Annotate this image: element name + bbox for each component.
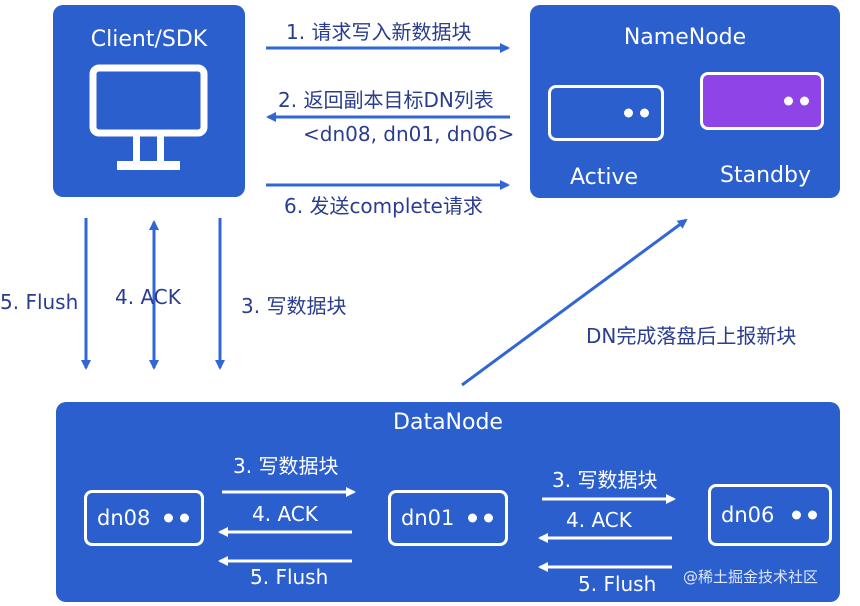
dn08-dn01-write-label: 3. 写数据块: [233, 454, 339, 478]
datanode-arrows: [218, 487, 676, 572]
complete-label: 6. 发送complete请求: [284, 194, 483, 218]
dn01-dn06-ack-label: 4. ACK: [566, 508, 632, 532]
status-dots: [624, 108, 649, 118]
dn06-label: dn06: [721, 503, 775, 527]
status-dots: [468, 513, 493, 523]
status-dots: [792, 510, 817, 520]
request-label: 1. 请求写入新数据块: [286, 20, 472, 44]
return-list-label: 2. 返回副本目标DN列表: [278, 88, 494, 112]
dn08-box: dn08: [84, 490, 204, 546]
status-dots: [784, 96, 809, 106]
standby-namenode-box: [700, 72, 824, 130]
dn01-label: dn01: [401, 506, 455, 530]
namenode-panel: NameNode Active Standby: [530, 5, 840, 198]
dn08-dn01-flush-label: 5. Flush: [250, 565, 329, 589]
active-namenode-box: [548, 85, 664, 141]
status-dots: [164, 513, 189, 523]
dn01-box: dn01: [388, 490, 508, 546]
write-block-label: 3. 写数据块: [241, 294, 347, 318]
monitor-icon: [89, 64, 208, 170]
report-block-arrow: [461, 218, 688, 387]
ack-label: 4. ACK: [115, 285, 181, 309]
datanode-title: DataNode: [393, 410, 503, 435]
client-sdk-title: Client/SDK: [90, 27, 208, 52]
watermark: @稀土掘金技术社区: [683, 568, 819, 586]
dn06-box: dn06: [708, 484, 832, 546]
dn08-dn01-ack-label: 4. ACK: [252, 502, 318, 526]
active-label: Active: [570, 165, 639, 190]
client-sdk-panel: Client/SDK: [53, 5, 245, 197]
datanode-panel: DataNode dn08 dn01 dn06 3. 写数据块 4. ACK 5…: [56, 402, 840, 602]
namenode-title: NameNode: [623, 25, 747, 50]
report-block-label: DN完成落盘后上报新块: [586, 324, 797, 348]
return-list-nodes-label: <dn08, dn01, dn06>: [303, 122, 515, 146]
flush-label: 5. Flush: [0, 290, 79, 314]
standby-label: Standby: [720, 163, 811, 188]
dn01-dn06-write-label: 3. 写数据块: [552, 468, 658, 492]
dn01-dn06-flush-label: 5. Flush: [578, 572, 657, 596]
dn08-label: dn08: [97, 506, 151, 530]
